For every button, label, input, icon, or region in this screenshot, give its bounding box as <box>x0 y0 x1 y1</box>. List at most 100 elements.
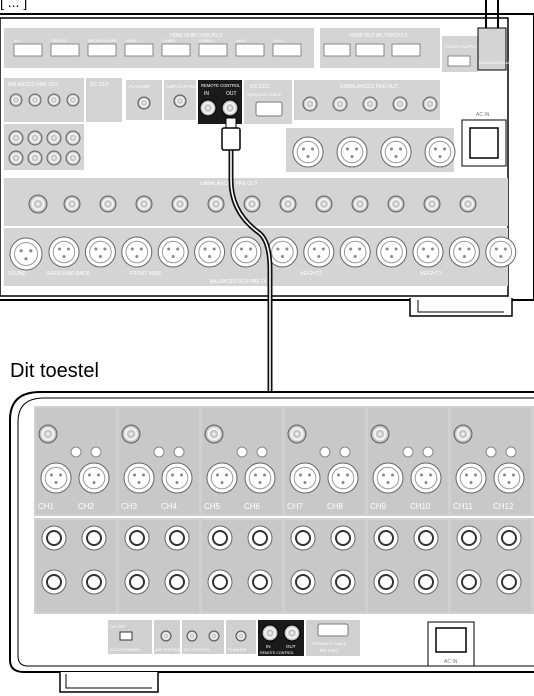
post-5-2-inner <box>418 530 434 546</box>
channel-block-6-knob-a <box>485 446 497 458</box>
unbalanced-row-jack-12 <box>459 195 477 213</box>
post-4-3-inner <box>295 574 311 590</box>
height3-label: HEIGHT3 <box>420 271 442 277</box>
xlr-row-7-inner <box>271 240 294 264</box>
remote-out-jack-top <box>221 99 239 117</box>
channel-block-3-xlr-a-inner <box>210 466 234 490</box>
remote-in-label-bottom: IN <box>266 644 271 649</box>
post-5-1-inner <box>378 530 394 546</box>
xlr-row-3-pin-0 <box>130 247 134 251</box>
xlr-row-4-pin-1 <box>176 247 180 251</box>
channel-block-2-xlr-b-pin-1 <box>180 473 183 477</box>
channel-block-3-xlr-b-pin-2 <box>258 481 262 484</box>
channel-block-4-xlr-b-pin-0 <box>337 473 340 477</box>
hdmi-in-port-4 <box>124 43 154 57</box>
hdmi-in-port-label-6: GAME2 <box>199 38 214 43</box>
xlr-top-1-pin-2 <box>306 155 310 158</box>
xlr-row-9-pin-2 <box>353 255 357 258</box>
ac-in-label-top: AC IN <box>476 112 490 118</box>
hdmi-in-port-label-8: AUX2 <box>273 38 284 43</box>
xlr-row-6-pin-0 <box>240 247 243 251</box>
channel-block-3-rca <box>204 424 224 444</box>
xlr-row-10-inner <box>380 240 403 264</box>
top-receiver-foot <box>409 298 513 317</box>
hdmi-in-port-1 <box>13 43 43 57</box>
rs232c-port-top <box>255 101 283 117</box>
zone-jack-7 <box>46 150 62 166</box>
xlr-row-7-pin-2 <box>280 255 284 258</box>
remote-out-label-top: OUT <box>226 91 237 97</box>
amp-control-label: AMP CONTROL <box>166 84 199 89</box>
xlr-row-11-pin-2 <box>426 255 430 258</box>
top-receiver-foot-inner <box>417 300 504 313</box>
channel-block-1-xlr-b-pin-1 <box>97 473 100 477</box>
xlr-top-4-pin-1 <box>443 147 446 151</box>
xlr-row-13-inner <box>489 240 513 264</box>
ac-in-label-bottom: AC IN <box>444 659 458 665</box>
channel-block-6-xlr-a-pin-0 <box>465 473 468 477</box>
unbalanced-row-jack-2 <box>99 195 117 213</box>
channel-block-1-xlr-a-pin-2 <box>54 481 58 484</box>
channel-block-4-xlr-b-pin-1 <box>346 473 349 477</box>
channel-label-11: CH11 <box>453 502 473 511</box>
auto-standby-switch <box>119 631 133 641</box>
channel-block-3-xlr-a-pin-2 <box>220 481 224 484</box>
channel-label-3: CH3 <box>121 502 138 511</box>
channel-block-4-rca <box>287 424 307 444</box>
xlr-top-2-pin-0 <box>346 147 349 151</box>
unbalanced-row-jack-3 <box>135 195 153 213</box>
post-5-4-inner <box>418 574 434 590</box>
post-3-1-inner <box>212 530 228 546</box>
xlr-top-1-pin-0 <box>302 147 305 151</box>
front-wide-label: FRONT WIDE <box>130 271 162 277</box>
hdmi-in-port-label-3: MEDIA PLAYER <box>88 38 117 43</box>
channel-block-5-knob-b <box>422 446 434 458</box>
dc-out-label: DC OUT <box>90 82 109 88</box>
channel-block-5-xlr-b-pin-2 <box>424 481 428 484</box>
hdmi-in-label: HDMI IN 8K / HDCP2.3 <box>170 33 222 39</box>
xlr-top-3-inner <box>384 140 408 164</box>
xlr-row-12-pin-0 <box>458 247 462 251</box>
xlr-top-2-inner <box>340 140 364 164</box>
cable-highlight <box>230 148 271 590</box>
channel-block-3-knob-b <box>256 446 268 458</box>
channel-block-1-xlr-b-pin-0 <box>88 473 91 477</box>
xlr-row-1-pin-0 <box>58 247 61 251</box>
zone-pre-out-jacks <box>8 93 81 166</box>
ac-in-socket-top <box>469 127 499 159</box>
xlr-row-4-inner <box>161 240 185 264</box>
xlr-top-2-pin-1 <box>355 147 358 151</box>
unbalanced-row-jack-8 <box>315 195 333 213</box>
antenna-label: Bluetooth/WLAN ANTENNA <box>479 61 523 65</box>
xlr-row-10-pin-2 <box>390 255 394 258</box>
channel-block-6-knob-b <box>505 446 517 458</box>
hdmi-in-port-label-5: GAME1 <box>162 38 177 43</box>
speaker-binding-posts <box>36 520 531 612</box>
channel-block-4-xlr-a-pin-1 <box>308 473 311 477</box>
balanced-xlr-row-connectors <box>9 236 517 271</box>
zone-jack-6 <box>27 150 43 166</box>
zone-jack-1 <box>8 130 24 146</box>
channel-input-area <box>34 406 534 516</box>
unbalanced-row-jack-6 <box>243 195 261 213</box>
xlr-row-2-pin-0 <box>94 247 98 251</box>
post-4-1-inner <box>295 530 311 546</box>
xlr-top-2-pin-2 <box>350 155 354 158</box>
xlr-row-7-pin-1 <box>285 247 289 251</box>
channel-block-4-xlr-b-pin-2 <box>341 481 345 484</box>
xlr-row-13-pin-2 <box>499 255 503 258</box>
post-6-4-inner <box>501 574 517 590</box>
post-2-2-inner <box>169 530 185 546</box>
channel-block-4-xlr-a-pin-0 <box>299 473 302 477</box>
xlr-top-4-pin-2 <box>438 155 442 158</box>
hdmi-in-port-label-7: AUX1 <box>236 38 247 43</box>
xlr-row-5-pin-0 <box>203 247 207 251</box>
antenna-rod <box>485 0 499 28</box>
dc-control-label: DC CONTROL <box>184 647 211 652</box>
channel-block-4-xlr-a-pin-2 <box>303 481 307 484</box>
xlr-top-3-pin-0 <box>390 147 393 151</box>
channel-block-2-knob-b <box>173 446 185 458</box>
straight-cable-label-bottom: STRAIGHT CABLE <box>312 641 347 646</box>
amp-control-label-bottom: AMP CONTROL <box>155 648 181 652</box>
